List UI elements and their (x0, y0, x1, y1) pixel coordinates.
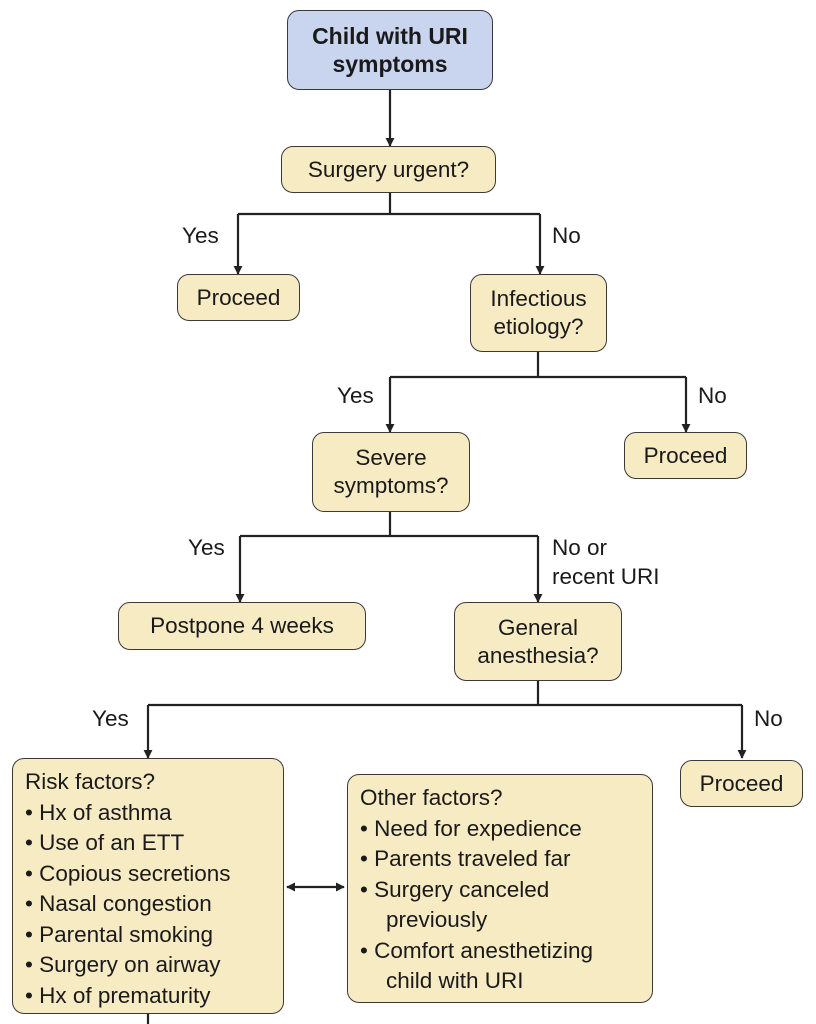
risk-factor-item: Surgery on airway (25, 950, 273, 981)
outcome-proceed-2-label: Proceed (643, 442, 728, 468)
decision-surgery-urgent: Surgery urgent? (281, 146, 496, 193)
other-factor-item-continued: child with URI (386, 968, 524, 993)
decision-surgery-urgent-label: Surgery urgent? (307, 156, 470, 182)
decision-general-anesthesia: General anesthesia? (454, 602, 622, 681)
start-node-child-with-uri: Child with URI symptoms (287, 10, 493, 90)
risk-factor-item: Nasal congestion (25, 889, 273, 920)
decision-general-line-2: anesthesia? (477, 642, 599, 668)
outcome-proceed-3: Proceed (680, 760, 803, 807)
decision-severe-line-2: symptoms? (333, 473, 449, 498)
outcome-proceed-2: Proceed (624, 432, 747, 479)
other-factor-item: Need for expedience (360, 814, 642, 845)
risk-factor-item: Hx of prematurity (25, 981, 273, 1012)
decision-infectious-etiology: Infectious etiology? (470, 274, 607, 352)
decision-infectious-line-1: Infectious (490, 286, 587, 311)
label-infectious-yes: Yes (337, 383, 374, 408)
decision-severe-line-1: Severe (355, 445, 427, 470)
other-factor-item: Parents traveled far (360, 844, 642, 875)
outcome-proceed-1: Proceed (177, 274, 300, 321)
decision-infectious-line-2: etiology? (493, 314, 584, 339)
label-urgent-yes: Yes (182, 223, 219, 248)
outcome-proceed-3-label: Proceed (699, 770, 784, 796)
decision-general-line-1: General (497, 614, 579, 640)
outcome-postpone-4-weeks: Postpone 4 weeks (118, 602, 366, 650)
outcome-postpone-label: Postpone 4 weeks (150, 613, 334, 638)
risk-factor-item: Copious secretions (25, 859, 273, 890)
edge-infectious-branches (390, 352, 686, 379)
label-general-yes: Yes (92, 706, 129, 731)
label-severe-yes: Yes (188, 535, 225, 560)
start-line-2: symptoms (332, 51, 448, 77)
label-urgent-no: No (552, 223, 581, 248)
edge-severe-branches (240, 512, 538, 538)
risk-factors-heading: Risk factors? (25, 769, 156, 794)
label-general-no: No (754, 706, 783, 731)
other-factors-heading: Other factors? (360, 785, 503, 810)
label-infectious-no: No (698, 383, 727, 408)
other-factor-item-continued: previously (386, 907, 488, 932)
label-severe-no-line-1: No or (552, 535, 608, 560)
risk-factor-item: Parental smoking (25, 920, 273, 951)
start-line-1: Child with URI (312, 23, 468, 49)
label-severe-no-line-2: recent URI (552, 564, 660, 589)
outcome-proceed-1-label: Proceed (196, 284, 281, 310)
risk-factor-item: Use of an ETT (25, 828, 273, 859)
other-factors-box: Other factors? Need for expedience Paren… (347, 774, 653, 1003)
other-factor-item: Surgery canceled (360, 875, 642, 906)
edge-urgent-branches (238, 193, 540, 216)
decision-severe-symptoms: Severe symptoms? (312, 432, 470, 512)
edge-general-branches (148, 681, 742, 707)
risk-factors-box: Risk factors? Hx of asthma Use of an ETT… (12, 758, 284, 1014)
risk-factor-item: Hx of asthma (25, 798, 273, 829)
other-factor-item: Comfort anesthetizing (360, 936, 642, 967)
